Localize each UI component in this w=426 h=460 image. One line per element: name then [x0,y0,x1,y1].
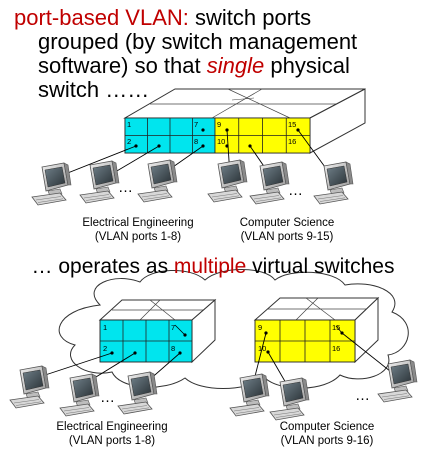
top-port-label-10: 10 [217,137,225,146]
top-ee-caption-line-1: Electrical Engineering [82,217,194,229]
subheading-a: … operates as [31,255,174,278]
slide-subheading: … operates as multiple virtual switches [0,255,426,279]
heading-single: single [206,53,265,78]
heading-line-3c: physical [264,53,350,78]
bottom-ee-pc-1 [9,365,50,409]
bottom-ee-pc-2 [59,373,100,417]
subheading-c: virtual switches [246,255,395,278]
top-cs-pc-2 [249,161,290,205]
bottom-ee-ellipsis: … [100,389,115,406]
top-port-label-15: 15 [288,120,296,129]
top-ee-pc-1 [31,162,72,206]
bottom-cs-caption-line-1: Computer Science [279,421,375,433]
subheading-multiple: multiple [173,255,247,278]
top-ee-pc-2 [79,160,120,204]
top-cs-ellipsis: … [288,182,303,199]
bottom-cs-caption: Computer Science (VLAN ports 9-16) [262,420,392,448]
bottom-port-label-2: 2 [103,344,107,353]
bottom-port-label-15: 15 [332,323,340,332]
top-port-label-16: 16 [288,137,296,146]
bottom-port-label-9: 9 [258,323,262,332]
top-port-label-7: 7 [194,120,198,129]
heading-line-3: software) so that single physical [14,54,419,78]
top-cs-pc-1 [207,159,248,203]
top-ee-pc-3 [137,159,178,203]
bottom-port-label-8: 8 [171,344,175,353]
top-ee-caption-line-2: (VLAN ports 1-8) [94,231,182,243]
bottom-port-label-7: 7 [171,323,175,332]
heading-red-term: port-based VLAN: [14,5,189,30]
top-port-label-1: 1 [127,120,131,129]
bottom-port-label-1: 1 [103,323,107,332]
heading-line-2: grouped (by switch management [38,29,358,54]
top-port-label-2: 2 [127,137,131,146]
top-physical-switch: 1 2 7 8 9 10 15 16 [123,88,366,154]
top-cs-caption-line-1: Computer Science [239,217,335,229]
bottom-cs-ellipsis: … [355,387,370,404]
heading-line-3a: software) so that [38,53,207,78]
bottom-ee-caption: Electrical Engineering (VLAN ports 1-8) [32,420,192,448]
heading-line-1: switch ports [188,5,312,30]
bottom-ee-caption-line-2: (VLAN ports 1-8) [68,435,156,447]
bottom-cs-caption-line-2: (VLAN ports 9-16) [280,435,374,447]
slide-heading: port-based VLAN: switch ports grouped (b… [14,6,419,102]
top-cs-caption: Computer Science (VLAN ports 9-15) [222,216,352,244]
top-cs-caption-line-2: (VLAN ports 9-15) [240,231,334,243]
heading-line-4: switch …… [38,77,150,102]
top-port-label-8: 8 [194,137,198,146]
top-ee-caption: Electrical Engineering (VLAN ports 1-8) [58,216,218,244]
top-ee-ellipsis: … [118,179,133,196]
bottom-port-label-16: 16 [332,344,340,353]
top-cs-pc-3 [313,161,354,205]
bottom-ee-virtual-switch: 1 2 7 8 [98,298,217,364]
top-port-label-9: 9 [217,120,221,129]
bottom-ee-caption-line-1: Electrical Engineering [56,421,168,433]
bottom-cs-virtual-switch: 9 10 15 16 [253,296,380,364]
